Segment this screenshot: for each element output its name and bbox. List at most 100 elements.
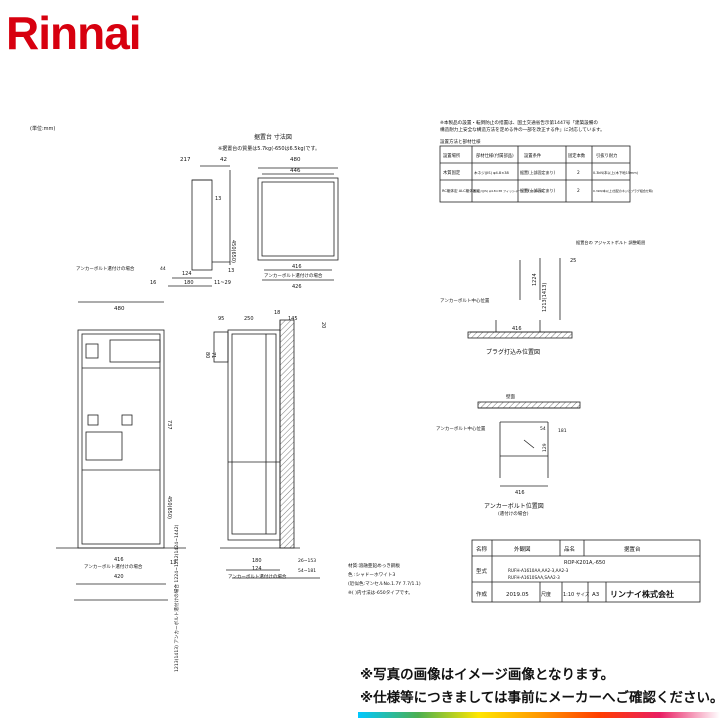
material-line-1: 材質:溶融亜鉛めっき鋼板 bbox=[348, 562, 400, 569]
side-dim-95: 95 bbox=[218, 316, 224, 322]
stand-dim-446: 446 bbox=[290, 168, 301, 174]
stand-dim-217: 217 bbox=[180, 157, 191, 163]
spec-r0-c1: 木ネジ(JIS) φ4.8×38 bbox=[474, 170, 510, 175]
material-line-2: 色 :シャドーホワイト3 bbox=[348, 571, 395, 578]
stand-anchor-left-val: 44 bbox=[160, 266, 166, 272]
spec-r1-c4: 0.3kN/本以上(当配のネジとプラグ組合せ時) bbox=[593, 188, 653, 193]
tb-model-1: RUFH-A1610AA,AA2-3,AA2-3 bbox=[508, 568, 569, 573]
plug-detail bbox=[467, 258, 573, 339]
plug-dim-416: 416 bbox=[512, 326, 522, 332]
stand-dim-480: 480 bbox=[290, 157, 301, 163]
spec-r0-c3: 2 bbox=[577, 170, 580, 176]
tb-name-value: 外観図 bbox=[514, 545, 531, 553]
brand-logo: Rinnai bbox=[6, 7, 142, 59]
spec-col-2: 設置条件 bbox=[524, 152, 542, 159]
anchor-detail bbox=[477, 401, 581, 487]
spec-col-0: 設置場所 bbox=[443, 152, 461, 159]
plug-label-center: アンカーボルト中心位置 bbox=[440, 297, 490, 304]
front-dim-416: 416 bbox=[114, 557, 124, 563]
side-dim-20: 20 bbox=[320, 322, 326, 328]
side-dim-180: 180 bbox=[252, 558, 262, 564]
plug-dim-1213: 1213(1413) bbox=[542, 283, 548, 312]
spec-r0-c2: 据置(上部固定あり) bbox=[520, 169, 556, 175]
plug-dim-1224: 1224 bbox=[532, 273, 538, 286]
side-dim-124: 124 bbox=[252, 566, 262, 572]
tb-scale-label: 尺度 bbox=[541, 591, 551, 598]
side-view bbox=[213, 319, 320, 579]
stand-dim-426: 426 bbox=[292, 284, 302, 290]
tb-date: 2019.05 bbox=[506, 592, 529, 598]
spec-col-4: 引抜り耐力 bbox=[596, 152, 617, 159]
front-dim-420: 420 bbox=[114, 574, 124, 580]
side-dim-26-153: 26~153 bbox=[298, 558, 316, 564]
side-dim-250: 250 bbox=[244, 316, 254, 322]
side-dim-145: 145 bbox=[288, 316, 298, 322]
stand-dim-11-29: 11~29 bbox=[214, 280, 231, 286]
spec-r0-c4: 0.3kN/本以上(木下地15mm) bbox=[593, 170, 639, 175]
anchor-dim-416: 416 bbox=[515, 490, 525, 496]
front-dim-450: 450(650) bbox=[166, 496, 172, 519]
side-dim-18: 18 bbox=[274, 310, 280, 316]
spec-col-3: 固定本数 bbox=[568, 152, 586, 159]
stand-dim-42: 42 bbox=[220, 157, 227, 163]
plug-caption: プラグ打込み位置図 bbox=[486, 348, 540, 356]
tb-company: リンナイ株式会社 bbox=[610, 589, 674, 599]
tb-model-2: RUFH-A1610SAA,SAA2-3 bbox=[508, 575, 560, 580]
spec-table-grid bbox=[439, 145, 631, 203]
anchor-dim-54: 54 bbox=[540, 426, 546, 432]
front-dim-13: 13 bbox=[170, 560, 176, 566]
tb-scale: 1:10 bbox=[563, 592, 574, 598]
side-anchor: アンカーボルト遣付けの場合 bbox=[228, 573, 287, 580]
spec-table-title: 設置方法と部材仕様 bbox=[440, 138, 481, 145]
stand-side-view bbox=[168, 165, 231, 287]
side-dim-80: 80 bbox=[204, 352, 210, 358]
tb-part-value: 据置台 bbox=[624, 545, 641, 553]
note-spec: ※仕様等につきましては事前にメーカーへご確認ください。 bbox=[360, 690, 720, 706]
stand-title: 据置台 寸法図 bbox=[254, 133, 292, 141]
plug-dim-25: 25 bbox=[570, 258, 576, 264]
stand-dim-16: 16 bbox=[150, 280, 156, 286]
spec-r1-c1: 木ネジ(JIS) φ4.8×38 フィッシャープラグSX 6×30 bbox=[473, 188, 543, 193]
stand-anchor-right: アンカーボルト遣付けの場合 bbox=[264, 272, 323, 279]
spec-col-1: 部材仕様(付属部品) bbox=[476, 152, 514, 159]
side-vertical-dims: 1213(1413) アンカーボルト遣付けの場合 1224~1242(1424~… bbox=[173, 524, 180, 672]
spec-r1-c2: 据置(上部固定あり) bbox=[520, 187, 556, 193]
front-dim-480: 480 bbox=[114, 306, 125, 312]
stand-dim-13a: 13 bbox=[215, 196, 221, 202]
spec-r1-c0: RC躯体定 ALC躯体固定 bbox=[442, 188, 481, 193]
stand-mass: ※据置台の質量は5.7kg(-650は6.5kg)です。 bbox=[218, 145, 320, 152]
anchor-caption: アンカーボルト位置図 bbox=[484, 502, 544, 510]
material-line-3: (近似色:マンセルNo.1.7Y 7.7/1.1) bbox=[348, 580, 421, 587]
stand-dim-180: 180 bbox=[184, 280, 194, 286]
tb-name-label: 名称 bbox=[476, 545, 488, 553]
title-block-grid bbox=[471, 539, 701, 603]
tb-type-label: 型式 bbox=[476, 567, 488, 575]
side-dim-71: 71 bbox=[210, 352, 216, 358]
tb-part-label: 品名 bbox=[564, 545, 575, 553]
spec-r0-c0: 木質固定 bbox=[443, 169, 461, 176]
rainbow-bar bbox=[358, 712, 720, 718]
anchor-label-center: アンカーボルト中心位置 bbox=[436, 425, 486, 432]
plug-label-adjust: 据置台の アジャストボルト 調整範囲 bbox=[576, 239, 645, 246]
anchor-label-wall: 壁面 bbox=[506, 393, 515, 400]
anchor-caption-sub: (遣付けの場合) bbox=[498, 510, 529, 517]
stand-anchor-left: アンカーボルト遣付けの場合 bbox=[76, 265, 135, 272]
front-anchor: アンカーボルト遣付けの場合 bbox=[84, 563, 143, 570]
anchor-dim-181: 181 bbox=[558, 428, 567, 434]
side-dim-54-181: 54~181 bbox=[298, 568, 316, 574]
stand-dim-416: 416 bbox=[292, 264, 302, 270]
unit-note: (単位:mm) bbox=[30, 125, 55, 132]
tb-size: A3 bbox=[592, 592, 600, 598]
tb-size-label: サイズ bbox=[576, 591, 590, 598]
tb-model-code: ROP-K201A,-650 bbox=[564, 560, 605, 566]
stand-dim-124: 124 bbox=[182, 271, 192, 277]
front-dim-737: 737 bbox=[166, 420, 172, 430]
stand-front-view bbox=[257, 167, 339, 281]
spec-header-2: 構造耐力上安全な構造方法を定める件の一部を改正する件」に対応しています。 bbox=[440, 126, 605, 133]
stand-dim-450: 450(650) bbox=[230, 240, 236, 263]
spec-header-1: ※本製品の設置・転倒防止の措置は、国土交通省告示第1447号「建築設備の bbox=[440, 119, 598, 126]
tb-made-label: 作成 bbox=[476, 590, 488, 598]
anchor-dim-129: 129 bbox=[542, 443, 548, 452]
material-line-4: ※( )内寸法は-650タイプです。 bbox=[348, 589, 413, 596]
